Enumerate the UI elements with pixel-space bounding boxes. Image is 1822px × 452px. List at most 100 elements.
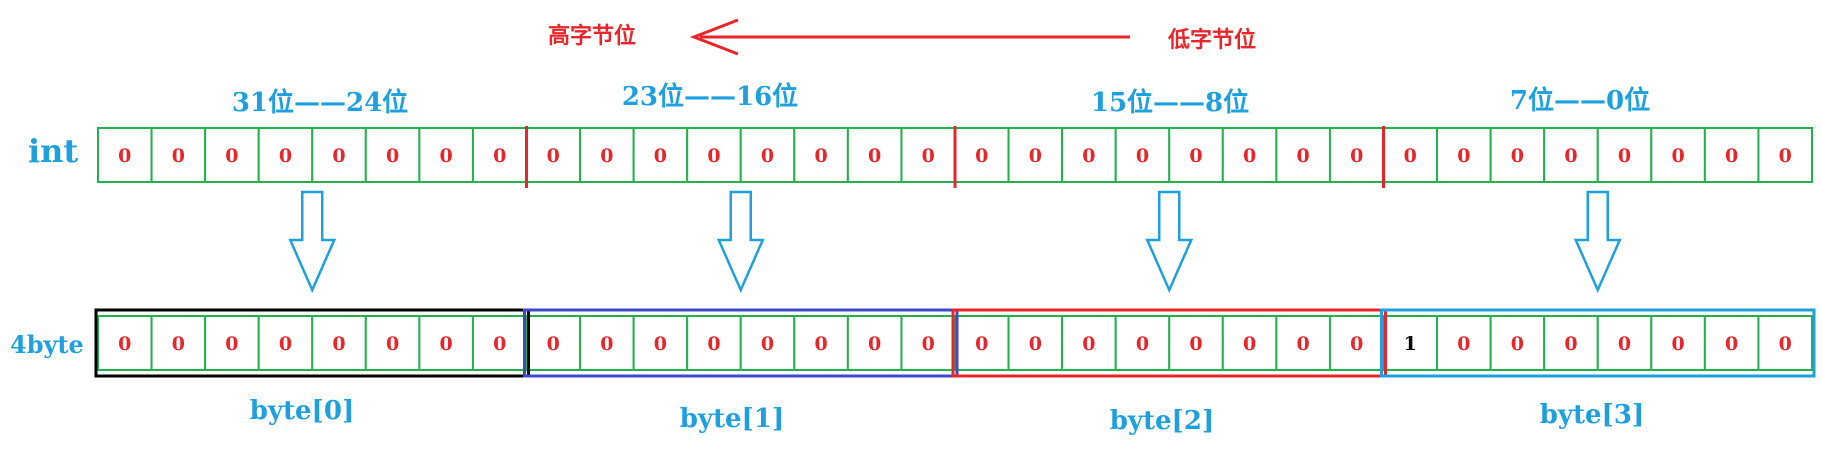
byte-bit-13: 0 (814, 333, 827, 355)
byte-cell-10 (632, 315, 689, 371)
int-bit-9: 0 (600, 145, 613, 167)
byte-bit-8: 0 (547, 333, 560, 355)
byte-cell-3 (257, 315, 314, 371)
int-cell-2 (204, 127, 260, 183)
down-arrow-icon-3 (1573, 190, 1622, 294)
int-row-label: int (28, 132, 79, 170)
int-bit-1: 0 (172, 145, 185, 167)
int-bit-27: 0 (1564, 145, 1577, 167)
int-bit-19: 0 (1136, 145, 1149, 167)
int-cell-6 (418, 127, 474, 183)
int-cell-4 (311, 127, 367, 183)
int-cell-28 (1596, 127, 1653, 183)
byte-cell-11 (686, 315, 742, 371)
int-bit-7: 0 (493, 145, 506, 167)
int-cell-5 (364, 127, 421, 183)
group-label-31-24: 31位——24位 (231, 88, 409, 118)
byte-bit-30: 0 (1725, 333, 1738, 355)
byte-bit-11: 0 (707, 333, 720, 355)
byte-cell-9 (579, 315, 635, 371)
byte-frames (94, 308, 1816, 378)
byte-bit-1: 0 (172, 333, 185, 355)
int-row-dividers (525, 126, 1385, 188)
byte-bit-20: 0 (1189, 333, 1202, 355)
int-bit-12: 0 (761, 145, 774, 167)
byte-cell-31 (1757, 315, 1813, 371)
group-label-23-16: 23位——16位 (621, 82, 799, 112)
int-cell-29 (1650, 127, 1706, 183)
byte-frame-3 (1380, 308, 1816, 378)
byte-bit-2: 0 (225, 333, 238, 355)
int-bit-14: 0 (868, 145, 881, 167)
byte-cell-18 (1061, 315, 1117, 371)
int-bit-31: 0 (1779, 145, 1792, 167)
int-cell-26 (1489, 127, 1546, 183)
byte-cell-6 (418, 315, 474, 371)
int-cell-31 (1757, 127, 1813, 183)
byte-cell-28 (1596, 315, 1653, 371)
int-cell-3 (257, 127, 314, 183)
int-bit-0: 0 (118, 145, 131, 167)
byte-bit-21: 0 (1243, 333, 1256, 355)
byte-bit-15: 0 (922, 333, 935, 355)
byte-bit-5: 0 (386, 333, 399, 355)
int-bit-8: 0 (547, 145, 560, 167)
byte-bit-9: 0 (600, 333, 613, 355)
int-cell-15 (900, 127, 956, 183)
int-bit-5: 0 (386, 145, 399, 167)
int-bit-11: 0 (707, 145, 720, 167)
int-bit-21: 0 (1243, 145, 1256, 167)
byte-bit-24: 1 (1404, 333, 1417, 355)
int-bit-6: 0 (440, 145, 453, 167)
byte-bit-26: 0 (1511, 333, 1524, 355)
byte-label-2: byte[2] (1109, 406, 1215, 436)
byte-bit-0: 0 (118, 333, 131, 355)
int-bit-3: 0 (279, 145, 292, 167)
byte-cell-13 (793, 315, 849, 371)
direction-arrow-icon (689, 18, 1130, 56)
int-bit-24: 0 (1404, 145, 1417, 167)
byte-label-0: byte[0] (249, 396, 355, 426)
int-cell-23 (1328, 127, 1385, 183)
byte-cell-4 (311, 315, 367, 371)
byte-bit-25: 0 (1457, 333, 1470, 355)
byte-bit-17: 0 (1029, 333, 1042, 355)
byte-bit-22: 0 (1297, 333, 1310, 355)
byte-bit-7: 0 (493, 333, 506, 355)
byte-bit-29: 0 (1671, 333, 1684, 355)
int-cell-1 (150, 127, 207, 183)
int-bit-26: 0 (1511, 145, 1524, 167)
byte-cell-22 (1275, 315, 1331, 371)
int-cell-16 (954, 127, 1010, 183)
int-cell-22 (1275, 127, 1331, 183)
int-cell-0 (97, 127, 153, 183)
down-arrow-icon-1 (716, 190, 765, 294)
byte-frame-2 (951, 308, 1387, 378)
int-cell-20 (1168, 127, 1224, 183)
down-arrow-icon-2 (1145, 190, 1194, 294)
int-cell-7 (471, 127, 528, 183)
int-bit-25: 0 (1457, 145, 1470, 167)
byte-bit-18: 0 (1082, 333, 1095, 355)
byte-cell-15 (900, 315, 956, 371)
byte-cell-26 (1489, 315, 1546, 371)
int-bit-15: 0 (922, 145, 935, 167)
byte-bit-12: 0 (761, 333, 774, 355)
byte-bit-4: 0 (332, 333, 345, 355)
int-bit-4: 0 (332, 145, 345, 167)
int-bit-28: 0 (1618, 145, 1631, 167)
int-bit-2: 0 (225, 145, 238, 167)
int-bit-13: 0 (814, 145, 827, 167)
down-arrow-icon-0 (288, 190, 337, 294)
byte-cell-1 (150, 315, 207, 371)
byte-bit-27: 0 (1564, 333, 1577, 355)
group-label-15-8: 15位——8位 (1090, 88, 1250, 118)
byte-bit-16: 0 (975, 333, 988, 355)
byte-label-1: byte[1] (679, 404, 785, 434)
byte-label-3: byte[3] (1539, 400, 1645, 430)
byte-bit-31: 0 (1779, 333, 1792, 355)
int-cell-9 (579, 127, 635, 183)
